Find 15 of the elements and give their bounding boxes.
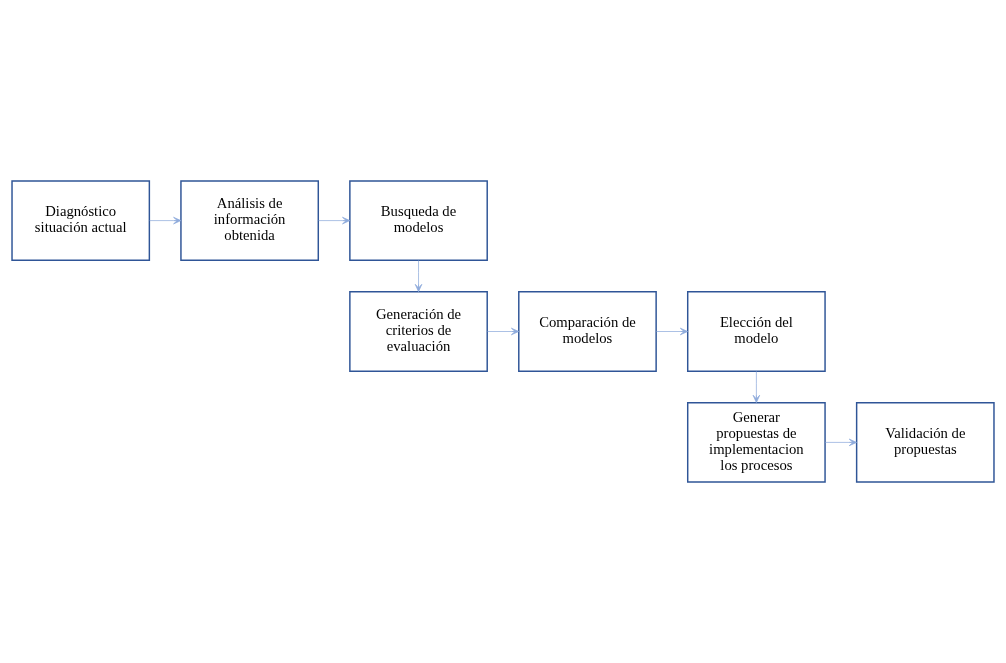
node-box: Comparación de modelos xyxy=(518,291,657,372)
node-box: Generación de criterios de evaluación xyxy=(349,291,488,372)
arrow xyxy=(752,371,761,403)
node-box: Diagnóstico situación actual xyxy=(11,180,151,261)
arrow xyxy=(656,327,689,336)
arrow xyxy=(149,216,182,225)
node-box: Análisis de información obtenida xyxy=(180,180,320,261)
node-box: Validación de propuestas xyxy=(855,402,995,483)
node-box: Busqueda de modelos xyxy=(349,180,488,261)
node-box: Generar propuestas de implementacion los procesos xyxy=(686,402,826,483)
arrow xyxy=(318,216,351,225)
arrow xyxy=(487,327,520,336)
node-box: Elección del modelo xyxy=(686,291,826,372)
arrow xyxy=(414,260,423,293)
arrow xyxy=(824,438,857,447)
